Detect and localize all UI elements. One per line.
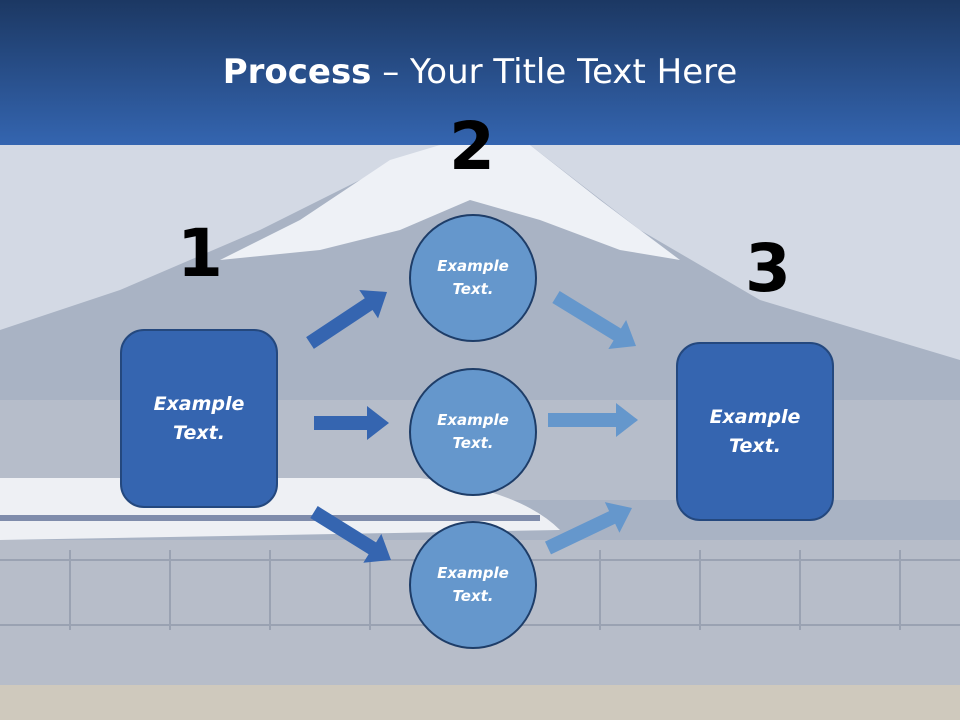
circle-line1: Example [437, 257, 509, 275]
arrow-center-to-end [548, 403, 638, 437]
circle-line1: Example [437, 564, 509, 582]
title-rest: – Your Title Text Here [371, 52, 738, 92]
slide-title: Process – Your Title Text Here [0, 52, 960, 92]
end-box-line1: Example [709, 405, 801, 428]
start-box-line2: Text. [173, 421, 225, 444]
step-number-1: 1 [177, 215, 223, 292]
start-box-line1: Example [153, 392, 245, 415]
circle-line1: Example [437, 411, 509, 429]
circle-line2: Text. [452, 587, 494, 605]
step-number-3: 3 [745, 230, 791, 307]
circle-line2: Text. [452, 280, 494, 298]
end-box-line2: Text. [729, 434, 781, 457]
step-number-2: 2 [449, 108, 495, 185]
title-bold: Process [222, 52, 372, 92]
arrow-top-to-end [552, 291, 636, 350]
arrow-start-to-top [306, 289, 388, 349]
header-bar [0, 0, 960, 145]
arrow-start-to-bottom [310, 506, 391, 563]
circle-line2: Text. [452, 434, 494, 452]
arrow-start-to-center [314, 406, 389, 440]
arrow-bottom-to-end [544, 502, 633, 555]
